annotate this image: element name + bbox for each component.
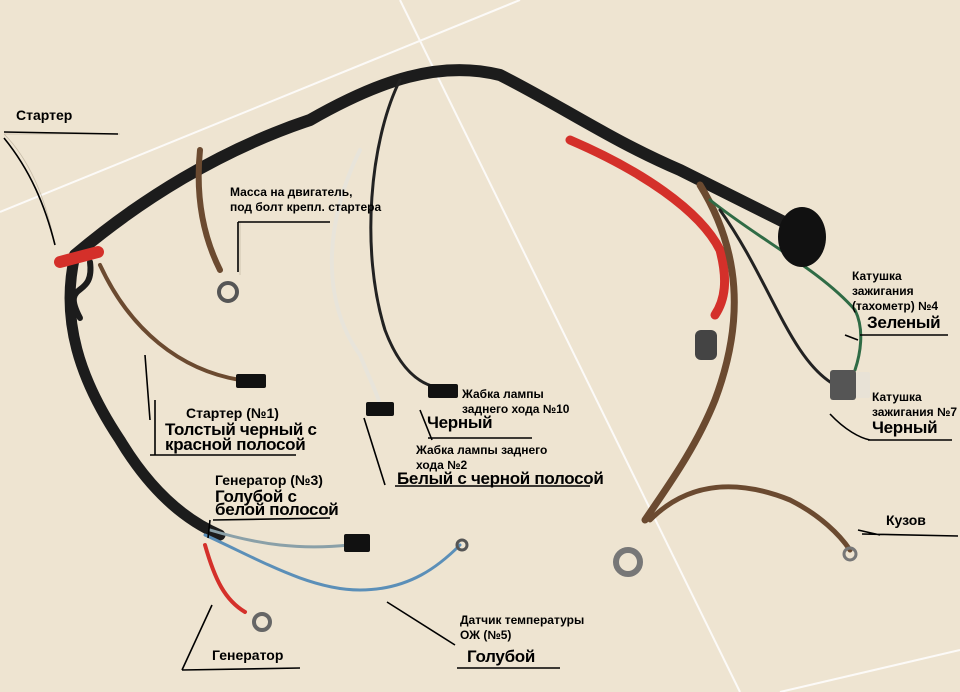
label-coil-no4-color: Зеленый: [867, 313, 941, 332]
label-temp-sensor-color: Голубой: [467, 647, 536, 666]
label-reverse-lamp-no2-color: Белый с черной полосой: [397, 469, 604, 488]
label-ground-engine-line1: Масса на двигатель,: [230, 185, 353, 199]
label-starter-no1-color-line2: красной полосой: [165, 435, 306, 454]
label-coil-no7-line2: зажигания №7: [872, 405, 958, 419]
label-generator-no3-color-line1: Голубой с: [215, 487, 297, 506]
label-reverse-lamp-no10-line1: Жабка лампы: [462, 387, 544, 401]
label-body-ground: Кузов: [886, 512, 926, 528]
label-temp-sensor-line2: ОЖ (№5): [460, 628, 512, 642]
label-coil-no4-line2: зажигания: [852, 284, 914, 298]
label-temp-sensor-line1: Датчик температуры: [460, 613, 585, 627]
label-generator-no3-color-line2: белой полосой: [215, 500, 339, 519]
label-reverse-lamp-no10-color: Черный: [427, 413, 493, 432]
label-starter: Стартер: [16, 107, 73, 123]
label-coil-no4-line3: (тахометр) №4: [852, 299, 939, 313]
label-coil-no4-line1: Катушка: [852, 269, 902, 283]
label-coil-no7-color: Черный: [872, 418, 938, 437]
label-coil-no7-line1: Катушка: [872, 390, 922, 404]
label-starter-no1-title: Стартер (№1): [186, 405, 279, 421]
label-reverse-lamp-no2-line1: Жабка лампы заднего: [416, 443, 548, 457]
label-ground-engine-line2: под болт крепл. стартера: [230, 200, 382, 214]
label-generator-no3-title: Генератор (№3): [215, 472, 323, 488]
label-generator: Генератор: [212, 647, 284, 663]
